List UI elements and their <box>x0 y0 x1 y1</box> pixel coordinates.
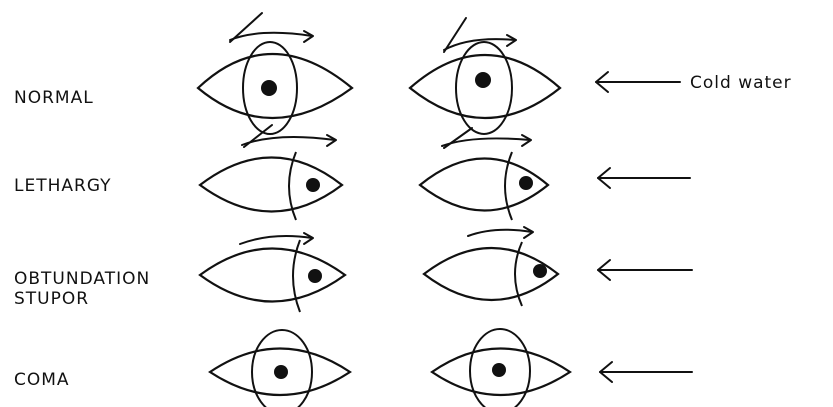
coma-cold-water-arrow <box>600 362 692 382</box>
stupor-right-eye <box>424 242 558 306</box>
lethargy-right-eye <box>420 152 548 220</box>
lethargy-left-eye <box>200 152 342 220</box>
normal-cold-water-arrow <box>596 72 680 92</box>
lethargy-cold-water-arrow <box>598 168 690 188</box>
normal-right-eye <box>410 42 560 134</box>
normal-left-fast-arrow <box>230 13 262 42</box>
lethargy-right-fast-arrow <box>444 128 472 148</box>
stupor-cold-water-arrow <box>598 260 692 280</box>
normal-left-eye <box>198 42 352 134</box>
stupor-right-slow-arrow <box>468 227 533 238</box>
stupor-left-eye <box>200 240 345 312</box>
stupor-left-slow-arrow <box>240 233 313 244</box>
coma-left-eye <box>210 330 350 407</box>
coma-right-eye <box>432 329 570 407</box>
normal-left-slow-arrow <box>230 31 313 42</box>
normal-right-fast-arrow <box>444 18 466 52</box>
